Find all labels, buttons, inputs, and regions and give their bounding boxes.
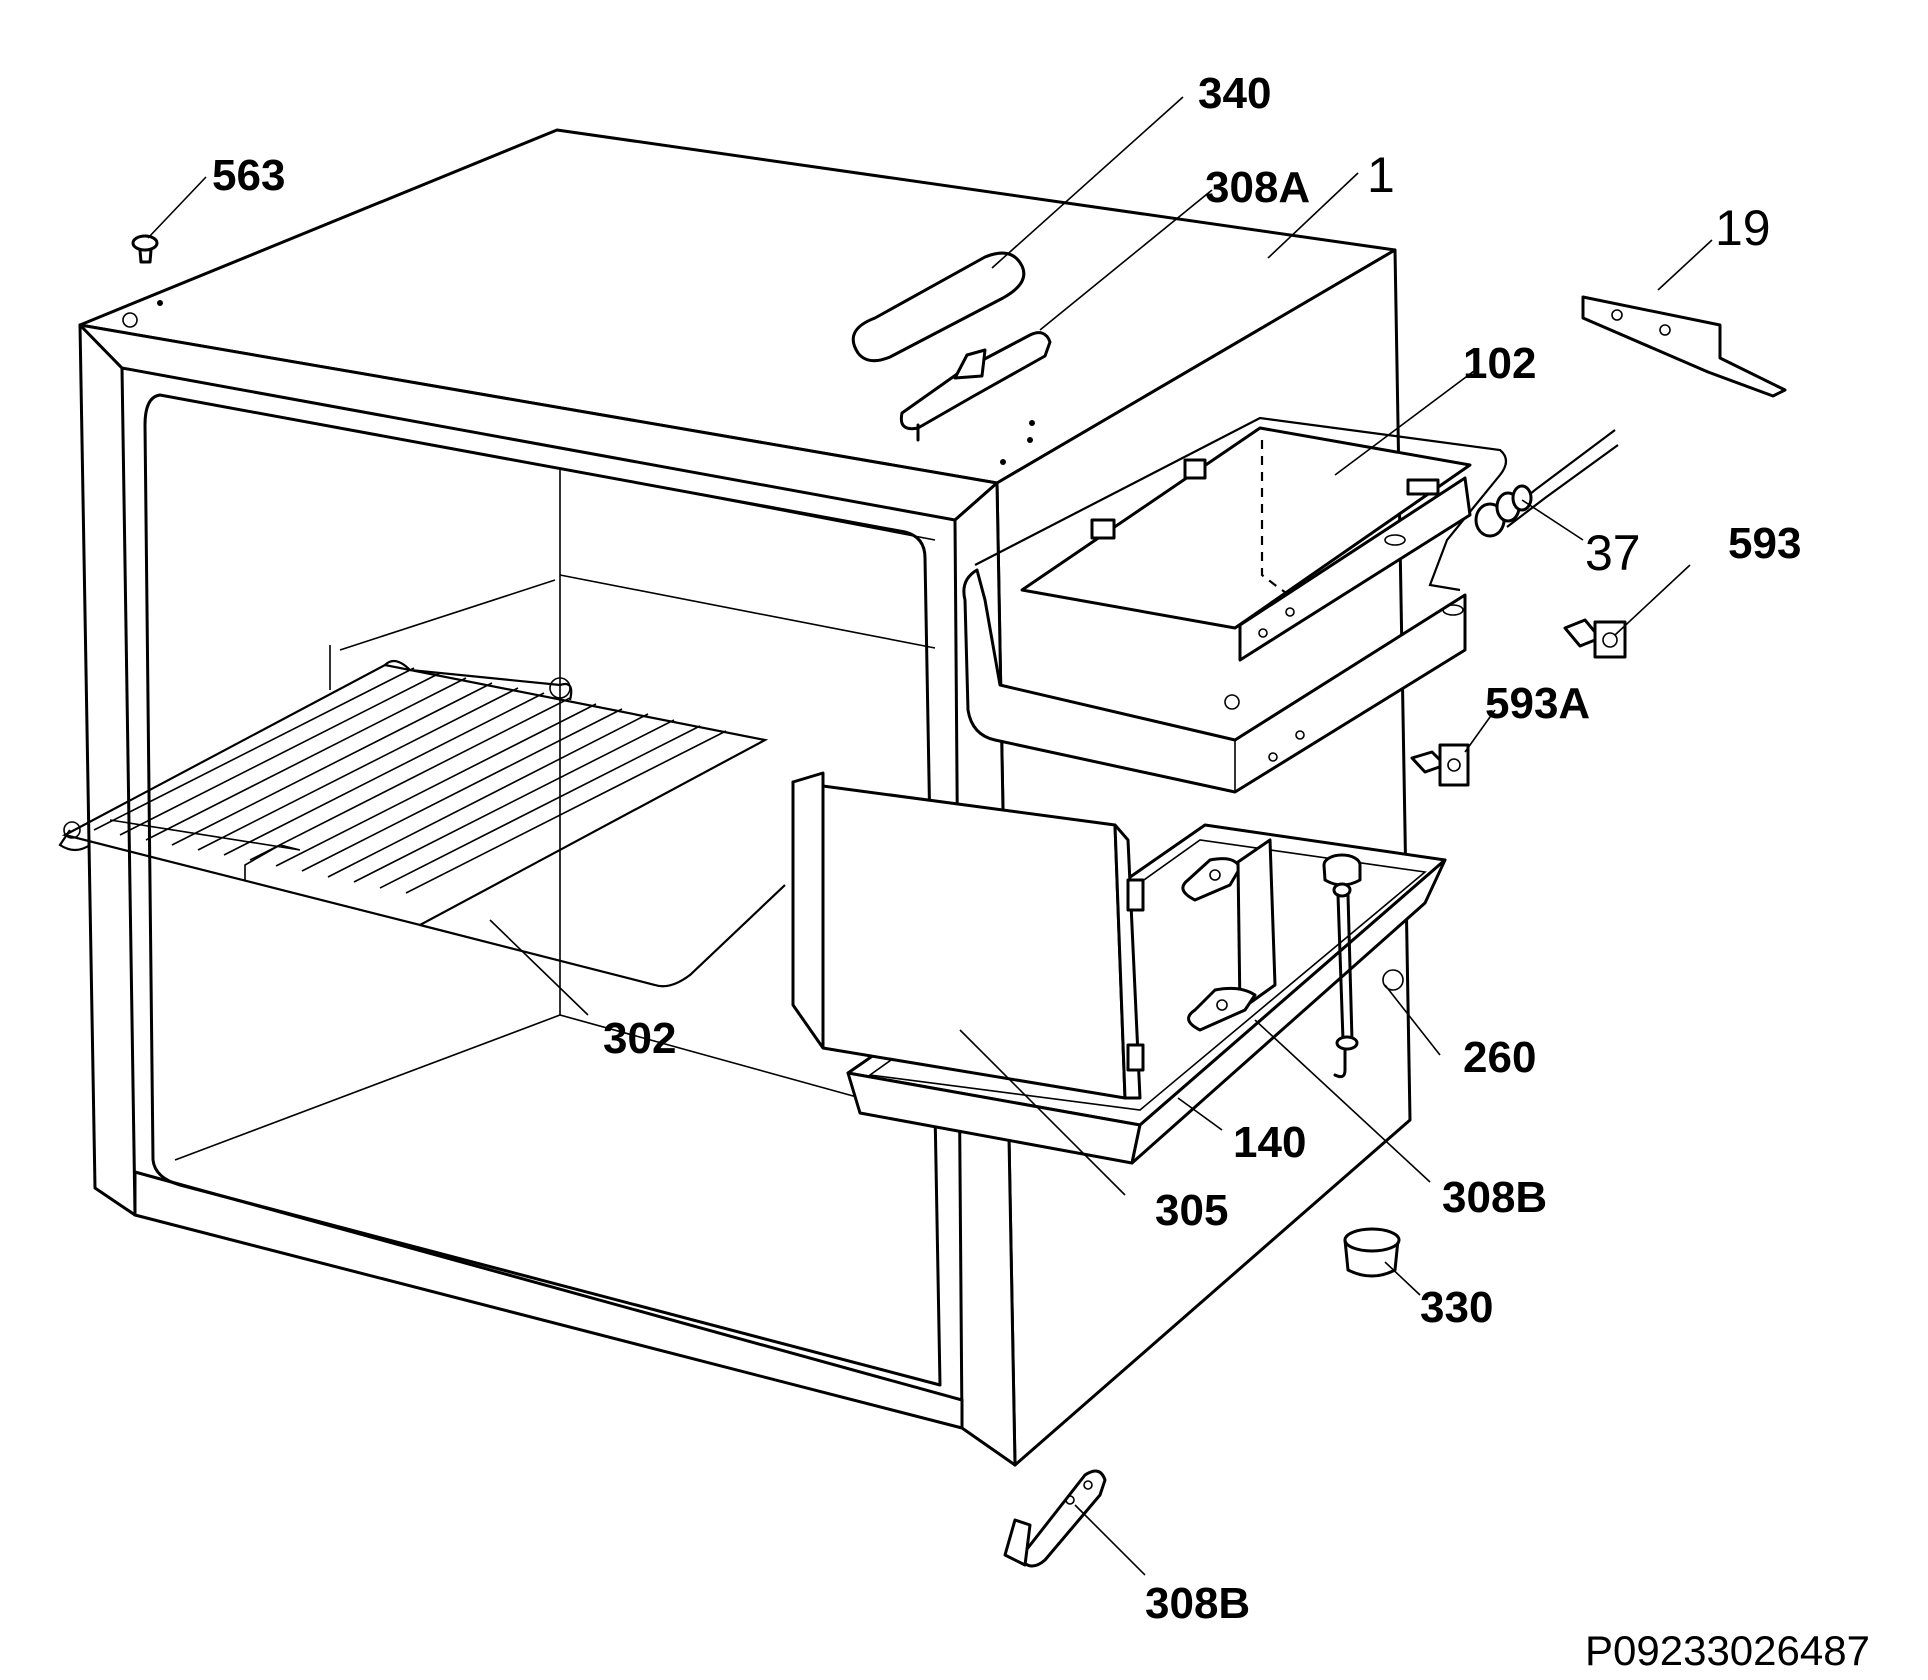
label-19: 19: [1715, 200, 1771, 256]
label-102: 102: [1463, 339, 1536, 388]
fastener-593A: [1410, 743, 1470, 787]
drain-plug-260: [1322, 853, 1362, 1079]
cabinet-body: [78, 128, 1412, 1467]
label-1: 1: [1367, 147, 1395, 203]
fastener-593: [1563, 618, 1627, 659]
label-308B-bottom: 308B: [1145, 1579, 1250, 1628]
leader-lines: [147, 96, 1713, 1576]
label-330: 330: [1420, 1283, 1493, 1332]
label-37: 37: [1585, 525, 1641, 581]
screw-563: [131, 234, 159, 264]
label-340: 340: [1198, 69, 1271, 118]
label-140: 140: [1233, 1118, 1306, 1167]
wire-shelf-302: [58, 659, 786, 988]
bracket-19: [1581, 295, 1787, 398]
label-305: 305: [1155, 1186, 1228, 1235]
label-302: 302: [603, 1014, 676, 1063]
diagram-code: P09233026487: [1585, 1627, 1870, 1674]
freezer-compartment-102: [962, 416, 1508, 794]
label-593: 593: [1728, 519, 1801, 568]
label-593A: 593A: [1485, 679, 1590, 728]
label-563: 563: [212, 151, 285, 200]
upper-hinge-308A: [899, 331, 1052, 442]
label-308B-mid: 308B: [1442, 1173, 1547, 1222]
drip-plate-305: [791, 771, 1145, 1100]
foot-330: [1343, 1227, 1401, 1278]
label-260: 260: [1463, 1033, 1536, 1082]
lower-hinge-308B-mid: [1181, 838, 1277, 1032]
door-handle-340: [851, 251, 1026, 363]
part-labels: 340 308A 1 19 563 102 37 593 593A 302 26…: [212, 69, 1801, 1628]
lower-hinge-308B-bottom: [1003, 1469, 1107, 1568]
capillary-tube-37: [1474, 429, 1619, 538]
label-308A: 308A: [1205, 163, 1310, 212]
